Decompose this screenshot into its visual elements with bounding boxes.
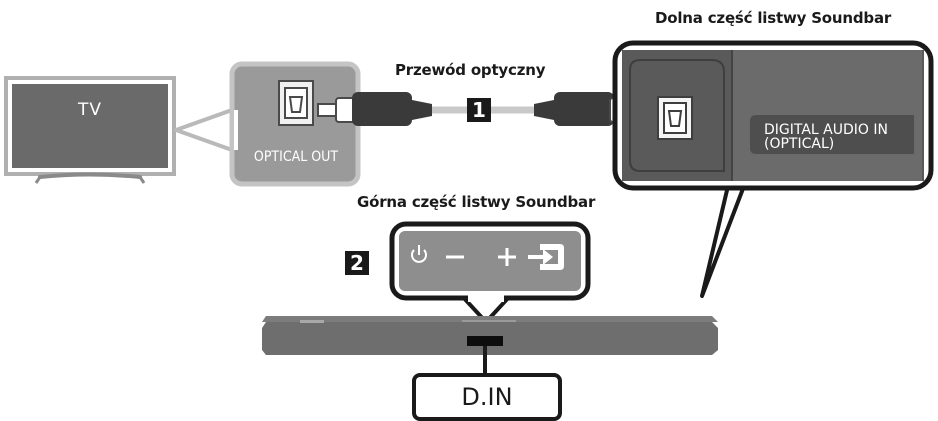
volume-up-icon (498, 248, 516, 266)
soundbar-bottom-panel (612, 40, 934, 298)
soundbar-unit (262, 316, 718, 355)
optical-out-label: OPTICAL OUT (253, 149, 339, 165)
source-input-icon (528, 244, 564, 270)
digital-audio-in-label: DIGITAL AUDIO IN (OPTICAL) (764, 123, 888, 151)
step-1-badge: 1 (467, 98, 491, 122)
digital-audio-in-line1: DIGITAL AUDIO IN (764, 122, 888, 138)
digital-audio-in-line2: (OPTICAL) (764, 136, 835, 152)
optical-out-port-panel (229, 61, 361, 187)
tv-label: TV (77, 100, 102, 120)
top-soundbar-caption: Górna część listwy Soundbar (357, 193, 596, 211)
power-icon (411, 245, 427, 263)
front-display (467, 336, 503, 346)
step-2-badge: 2 (345, 251, 369, 275)
tv-set (4, 76, 176, 184)
tv-callout (174, 108, 234, 152)
soundbar-top-panel (389, 221, 591, 324)
display-readout-box: D.IN (412, 373, 562, 421)
optical-cable-caption: Przewód optyczny (395, 61, 546, 79)
bottom-soundbar-caption: Dolna część listwy Soundbar (655, 9, 892, 27)
